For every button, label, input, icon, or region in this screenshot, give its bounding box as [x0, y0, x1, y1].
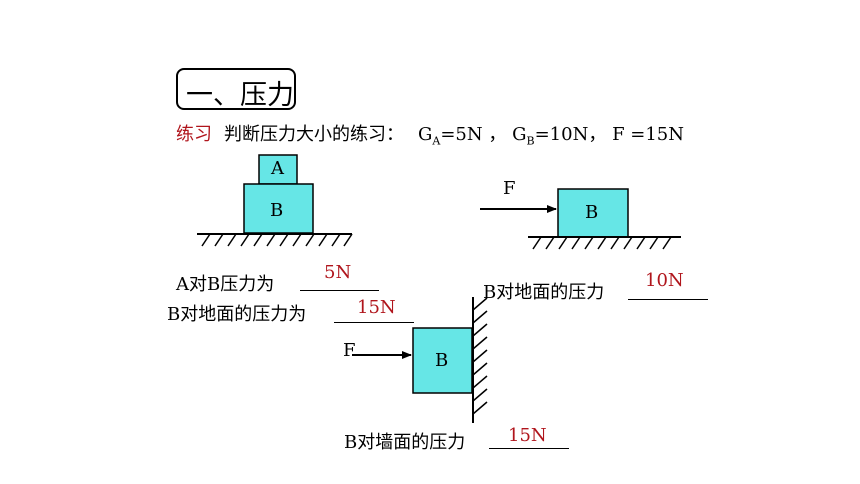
q4-label: B对墙面的压力 [344, 432, 466, 453]
ga-subscript: A [432, 134, 441, 148]
gb-symbol: G [512, 124, 527, 145]
ground-hatch-2 [532, 236, 672, 250]
exercise-tag: 练习 [176, 124, 212, 145]
ga-value: =5N ， [440, 124, 507, 145]
block-a-label: A [271, 158, 284, 179]
block-b-label: B [270, 200, 284, 221]
block-a [258, 154, 298, 185]
block-b-2 [557, 188, 629, 238]
block-b-3 [412, 327, 473, 394]
q4-blank [489, 448, 569, 449]
block-b3-label: B [435, 350, 449, 371]
q4-answer: 15N [508, 425, 547, 446]
wall-hatch [472, 297, 488, 415]
block-b2-label: B [585, 202, 599, 223]
force-label-2: F [503, 178, 516, 199]
q2-label: B对地面的压力为 [167, 304, 307, 325]
q1-label: A对B压力为 [176, 274, 275, 295]
q2-blank [334, 322, 414, 323]
f-value: F =15N [612, 124, 685, 145]
ground-hatch [201, 233, 353, 247]
diagram3 [352, 297, 488, 423]
gb-subscript: B [526, 134, 535, 148]
gb-value: =10N， [534, 124, 607, 145]
q3-blank [628, 299, 708, 300]
q2-answer: 15N [357, 297, 396, 318]
q3-label: B对地面的压力 [483, 282, 605, 303]
force-label-3: F [343, 340, 356, 361]
title-frame [176, 68, 296, 110]
diagram1 [197, 154, 353, 247]
q1-blank [300, 290, 379, 291]
diagram2 [480, 188, 681, 250]
q3-answer: 10N [645, 270, 684, 291]
slide-title: 一、压力 [186, 80, 294, 111]
block-b [243, 183, 314, 234]
givens-line: GA=5N ， GB=10N， F =15N [418, 120, 684, 148]
exercise-text: 判断压力大小的练习： [224, 124, 404, 145]
ga-symbol: G [418, 124, 433, 145]
q1-answer: 5N [324, 262, 352, 283]
